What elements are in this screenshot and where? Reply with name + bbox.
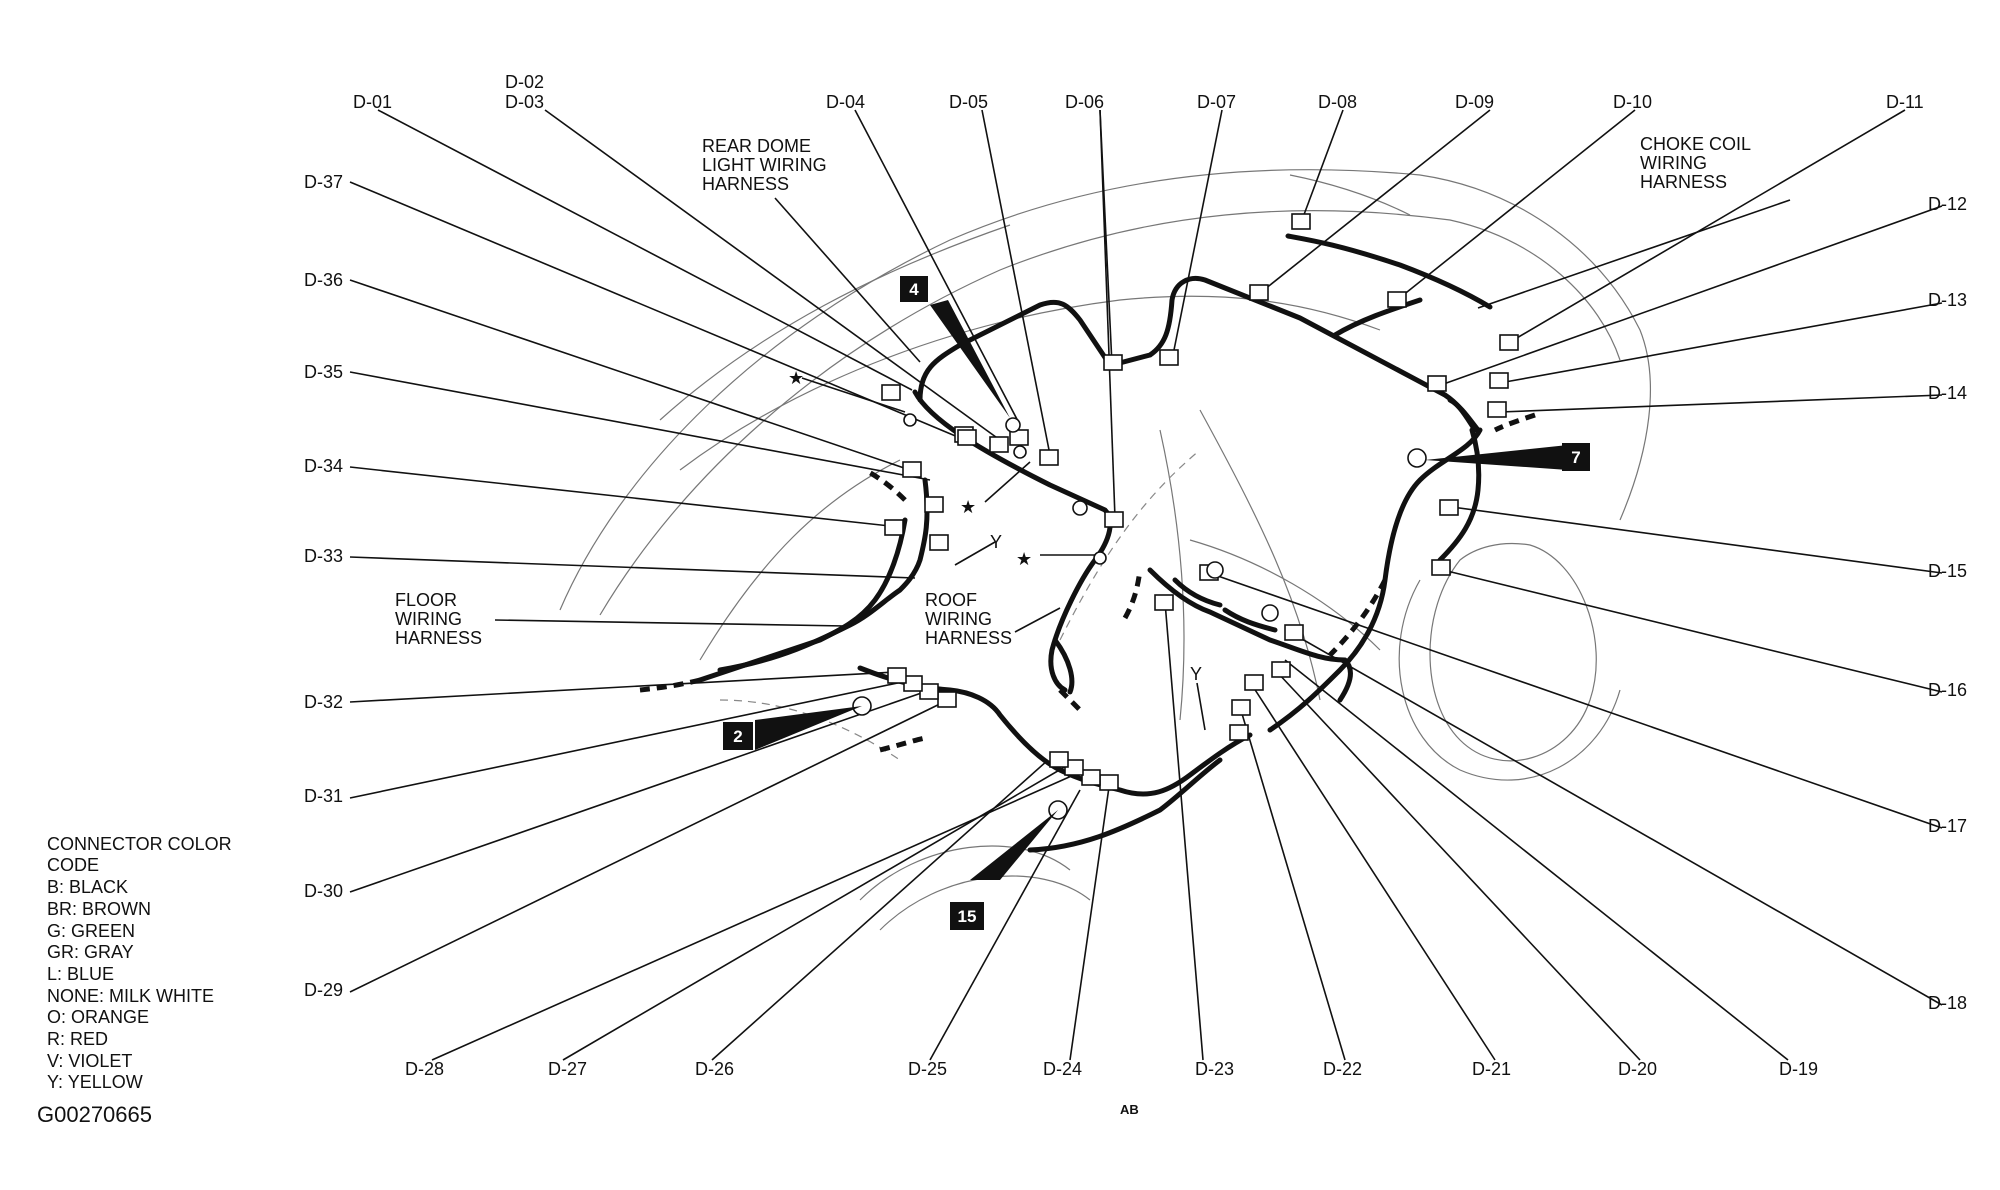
color-code-legend: CONNECTOR COLOR CODE B: BLACK BR: BROWN … [47,834,232,1092]
connector-label: D-30 [304,881,343,901]
connector-label: D-12 [1928,194,1967,214]
connector-label: D-34 [304,456,343,476]
connector-label: D-07 [1197,92,1236,112]
legend-item: NONE: MILK WHITE [47,986,214,1006]
connector-label: D-19 [1779,1059,1818,1079]
connector-label: D-21 [1472,1059,1511,1079]
legend-item: V: VIOLET [47,1051,132,1071]
connector-label: D-22 [1323,1059,1362,1079]
legend-title: CONNECTOR COLOR [47,834,232,854]
harness-label-floor: FLOOR WIRING HARNESS [395,590,482,648]
connector-label: D-24 [1043,1059,1082,1079]
harness-routes [639,233,1536,853]
legend-item: Y: YELLOW [47,1072,143,1092]
star-marker: ★ [788,368,804,388]
svg-text:WIRING: WIRING [1640,153,1707,173]
connector-labels-right: D-12 D-13 D-14 D-15 D-16 D-17 D-18 [1928,194,1967,1013]
legend-item: G: GREEN [47,921,135,941]
star-marker: ★ [960,497,976,517]
connector-label: D-36 [304,270,343,290]
connector-label: D-06 [1065,92,1104,112]
svg-text:HARNESS: HARNESS [702,174,789,194]
connector-label: D-31 [304,786,343,806]
connector-label: D-29 [304,980,343,1000]
connector-label: D-27 [548,1059,587,1079]
connector-label: D-02 [505,72,544,92]
connector-label: D-15 [1928,561,1967,581]
legend-item: L: BLUE [47,964,114,984]
connector-labels-top: D-01 D-02 D-03 D-04 D-05 D-06 D-07 D-08 … [353,72,1924,112]
ground-badge-15: 15 [950,902,984,930]
svg-text:ROOF: ROOF [925,590,977,610]
connector-blocks [881,213,1519,791]
connector-label: D-37 [304,172,343,192]
svg-text:HARNESS: HARNESS [395,628,482,648]
star-marker: ★ [1016,549,1032,569]
connector-label: D-25 [908,1059,947,1079]
connector-label: D-23 [1195,1059,1234,1079]
svg-text:REAR DOME: REAR DOME [702,136,811,156]
ground-badge-pointers [755,300,1568,880]
connector-label: D-14 [1928,383,1967,403]
svg-text:7: 7 [1571,448,1580,467]
connector-label: D-13 [1928,290,1967,310]
rear-dome-harness [1285,233,1493,310]
connector-label: D-35 [304,362,343,382]
svg-text:2: 2 [733,727,742,746]
connector-labels-bottom: D-28 D-27 D-26 D-25 D-24 D-23 D-22 D-21 … [405,1059,1818,1079]
connector-label: D-05 [949,92,988,112]
svg-text:FLOOR: FLOOR [395,590,457,610]
legend-title: CODE [47,855,99,875]
connector-label: D-16 [1928,680,1967,700]
connector-label: D-08 [1318,92,1357,112]
legend-item: BR: BROWN [47,899,151,919]
floor-harness [697,517,908,683]
ground-badge-7: 7 [1562,443,1590,471]
svg-text:HARNESS: HARNESS [925,628,1012,648]
connector-label: D-26 [695,1059,734,1079]
figure-code: G00270665 [37,1102,152,1127]
artist-mark: AB [1120,1102,1139,1117]
connector-label: D-18 [1928,993,1967,1013]
svg-text:4: 4 [909,280,919,299]
connector-label: D-33 [304,546,343,566]
connector-label: D-03 [505,92,544,112]
yellow-marker: Y [1190,664,1202,684]
connector-label: D-17 [1928,816,1967,836]
svg-text:15: 15 [958,907,977,926]
svg-text:CHOKE COIL: CHOKE COIL [1640,134,1751,154]
leader-lines [349,109,1943,1061]
legend-item: R: RED [47,1029,108,1049]
connector-label: D-32 [304,692,343,712]
ground-badge-4: 4 [900,276,928,302]
connector-label: D-11 [1886,92,1924,112]
legend-item: B: BLACK [47,877,128,897]
legend-item: GR: GRAY [47,942,134,962]
connector-label: D-01 [353,92,392,112]
yellow-markers: Y Y [990,532,1202,684]
connector-label: D-09 [1455,92,1494,112]
svg-text:HARNESS: HARNESS [1640,172,1727,192]
connector-labels-left: D-37 D-36 D-35 D-34 D-33 D-32 D-31 D-30 … [304,172,343,1000]
ground-badge-2: 2 [723,722,753,750]
star-markers: ★ ★ ★ [788,368,1032,569]
harness-label-rear-dome: REAR DOME LIGHT WIRING HARNESS [702,136,827,194]
ground-points [852,413,1427,820]
svg-text:WIRING: WIRING [395,609,462,629]
harness-label-choke-coil: CHOKE COIL WIRING HARNESS [1640,134,1751,192]
connector-label: D-28 [405,1059,444,1079]
yellow-marker: Y [990,532,1002,552]
harness-label-roof: ROOF WIRING HARNESS [925,590,1012,648]
svg-text:LIGHT WIRING: LIGHT WIRING [702,155,827,175]
legend-item: O: ORANGE [47,1007,149,1027]
connector-label: D-20 [1618,1059,1657,1079]
svg-text:WIRING: WIRING [925,609,992,629]
connector-label: D-10 [1613,92,1652,112]
connector-label: D-04 [826,92,865,112]
